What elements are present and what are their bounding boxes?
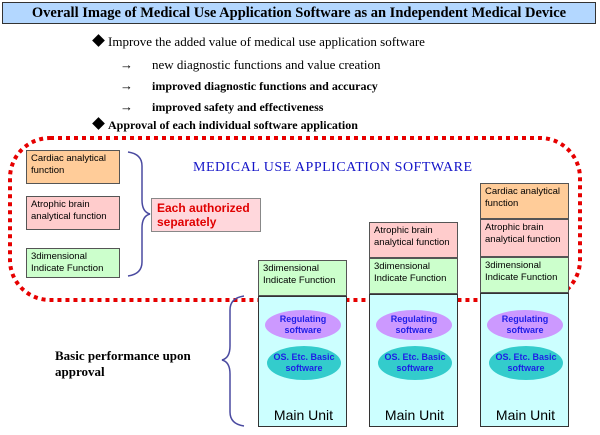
arrow-icon: → xyxy=(120,57,133,72)
unit3-regulating-software: Regulating software xyxy=(487,310,563,340)
unit2-os-basic-software: OS. Etc. Basic software xyxy=(378,346,452,380)
each-authorized-box: Each authorized separately xyxy=(151,198,261,232)
left-3d-box: 3dimensional Indicate Function xyxy=(26,248,120,278)
unit2-atrophic-box: Atrophic brain analytical function xyxy=(369,222,458,258)
unit3-3d-box: 3dimensional Indicate Function xyxy=(480,257,569,293)
unit1-regulating-software: Regulating software xyxy=(265,310,341,340)
bottom-brace xyxy=(221,295,245,427)
unit3-os-basic-software: OS. Etc. Basic software xyxy=(489,346,563,380)
unit3-atrophic-box: Atrophic brain analytical function xyxy=(480,219,569,257)
left-cardiac-box: Cardiac analytical function xyxy=(26,150,120,184)
unit2-regulating-software: Regulating software xyxy=(376,310,452,340)
left-atrophic-box: Atrophic brain analytical function xyxy=(26,196,120,230)
arrow-icon: → xyxy=(120,78,133,93)
basic-performance-label: Basic performance upon approval xyxy=(55,348,191,379)
unit1-main-block: Regulating software OS. Etc. Basic softw… xyxy=(258,296,347,427)
arrow-icon: → xyxy=(120,99,133,114)
left-brace xyxy=(127,151,151,277)
unit1-os-basic-software: OS. Etc. Basic software xyxy=(267,346,341,380)
app-software-label: MEDICAL USE APPLICATION SOFTWARE xyxy=(193,160,473,175)
bullet-approval: Approval of each individual software app… xyxy=(92,117,358,133)
unit1-main-unit-label: Main Unit xyxy=(273,407,334,423)
arrow-item-2: → improved diagnostic functions and accur… xyxy=(120,78,378,94)
arrow-item-3: → improved safety and effectiveness xyxy=(120,99,323,115)
unit1-3d-box: 3dimensional Indicate Function xyxy=(258,260,347,296)
arrow-item-1: → new diagnostic functions and value crea… xyxy=(120,57,381,73)
unit3-cardiac-box: Cardiac analytical function xyxy=(480,183,569,219)
arrow-item-text: new diagnostic functions and value creat… xyxy=(152,57,381,72)
bullet-added-value-text: Improve the added value of medical use a… xyxy=(108,34,425,49)
unit2-main-block: Regulating software OS. Etc. Basic softw… xyxy=(369,294,458,427)
unit3-main-unit-label: Main Unit xyxy=(495,407,556,423)
arrow-item-text: improved diagnostic functions and accura… xyxy=(152,79,378,93)
unit3-main-block: Regulating software OS. Etc. Basic softw… xyxy=(480,293,569,427)
title-bar: Overall Image of Medical Use Application… xyxy=(2,2,596,24)
bullet-added-value: Improve the added value of medical use a… xyxy=(92,34,425,50)
dotted-red-outline xyxy=(8,136,582,302)
unit2-3d-box: 3dimensional Indicate Function xyxy=(369,258,458,294)
unit2-main-unit-label: Main Unit xyxy=(384,407,445,423)
arrow-item-text: improved safety and effectiveness xyxy=(152,100,324,114)
bullet-approval-text: Approval of each individual software app… xyxy=(108,118,358,132)
